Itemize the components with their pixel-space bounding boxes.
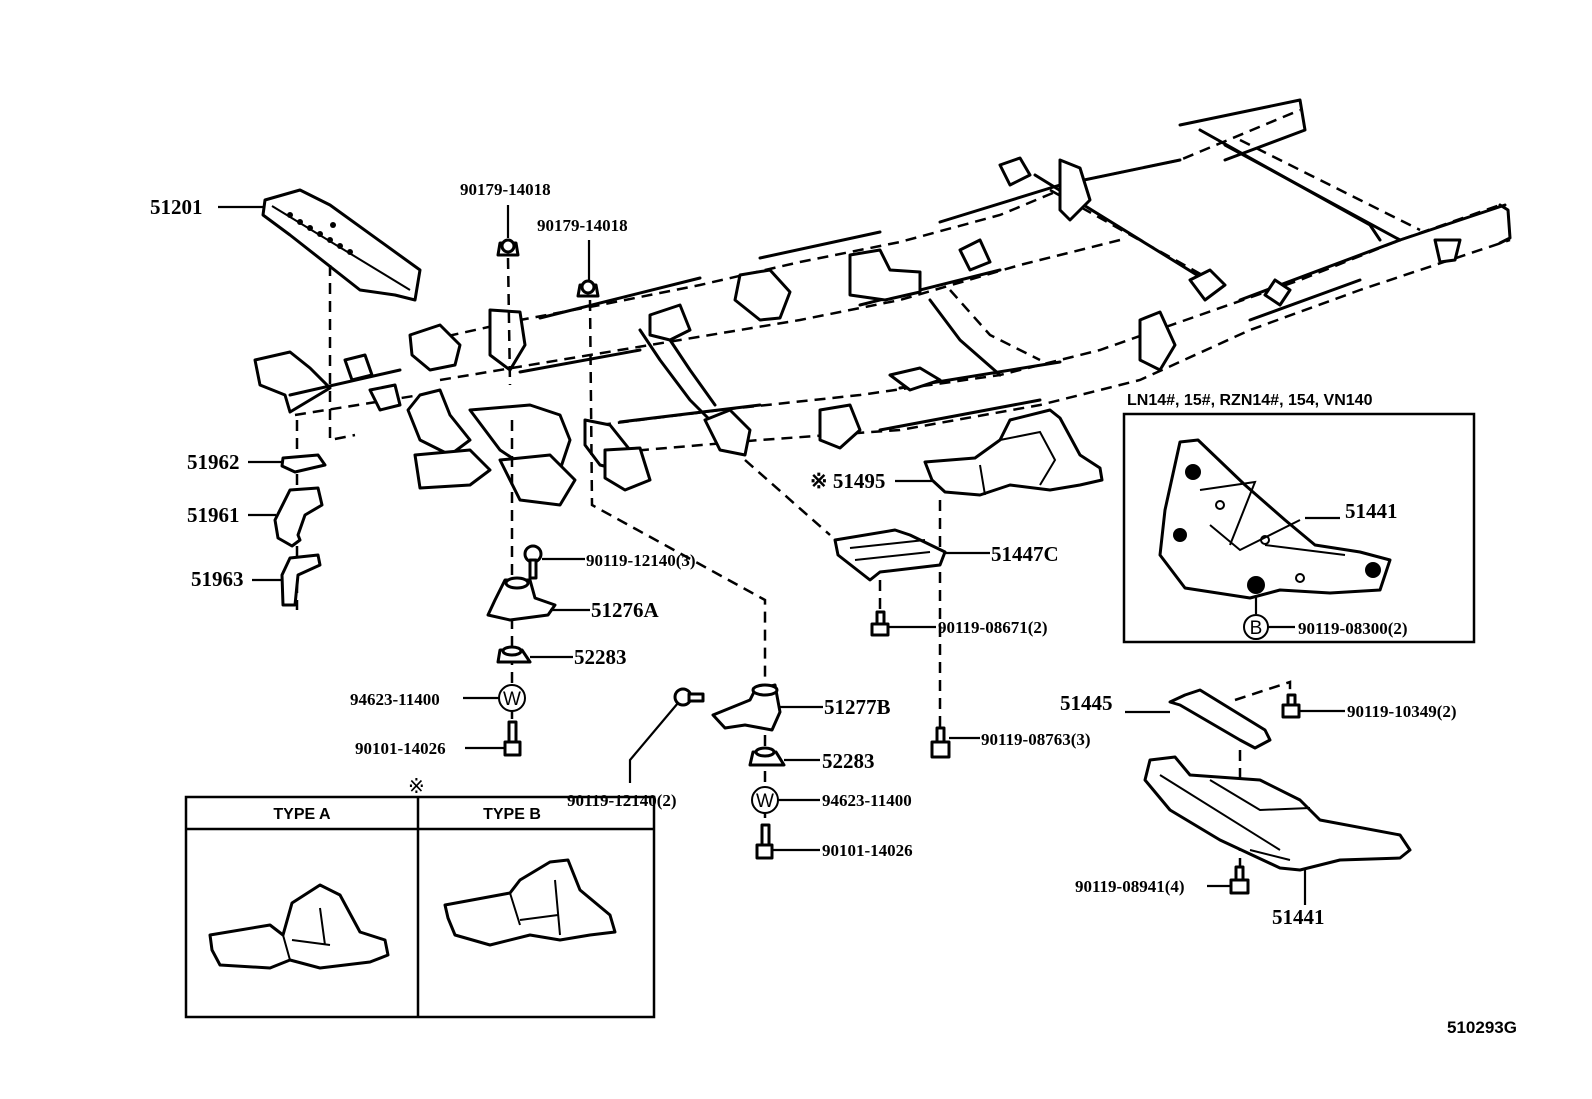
callout-51495[interactable]: ※ 51495 (810, 469, 885, 493)
callout-51961[interactable]: 51961 (187, 503, 240, 527)
part-51963 (280, 553, 322, 607)
bolt-90119-08941 (1229, 865, 1250, 895)
svg-text:B: B (1250, 618, 1263, 639)
bolt-symbol-b: B (1243, 614, 1269, 640)
bolt-90119-08763 (930, 726, 951, 759)
figure-code: 510293G (1447, 1018, 1517, 1037)
bolt-90119-12140-2 (673, 687, 705, 707)
inset-box (1122, 412, 1476, 644)
type-table (184, 795, 656, 1019)
part-51277B (711, 683, 782, 732)
bolt-90119-10349 (1281, 693, 1301, 719)
type-b-skid-plate (443, 858, 617, 947)
note-marker: ※ (408, 774, 425, 798)
svg-text:W: W (756, 791, 774, 812)
part-51447C-plate (833, 528, 947, 582)
part-51961 (273, 486, 324, 548)
callout-51447C[interactable]: 51447C (991, 542, 1059, 566)
bolt-90119-12140-3 (523, 544, 543, 580)
chassis-frame (253, 98, 1512, 507)
part-51441-crossmember (1143, 755, 1412, 872)
callout-51445[interactable]: 51445 (1060, 691, 1113, 715)
callout-90179-14018-b[interactable]: 90179-14018 (537, 216, 628, 235)
svg-text:W: W (503, 689, 521, 710)
part-51201-crossmember (261, 188, 422, 442)
type-a-header: TYPE A (273, 806, 331, 823)
nut-90179-b (576, 279, 600, 298)
callout-51441-inset[interactable]: 51441 (1345, 499, 1398, 523)
part-51962 (280, 453, 327, 474)
callout-90119-12140-2[interactable]: 90119-12140(2) (567, 791, 677, 810)
callout-90101-14026-a[interactable]: 90101-14026 (355, 739, 446, 758)
callout-51441-main[interactable]: 51441 (1272, 905, 1325, 929)
part-52283-a (496, 645, 532, 664)
callout-90119-10349-2[interactable]: 90119-10349(2) (1347, 702, 1457, 721)
callout-90119-12140-3[interactable]: 90119-12140(3) (586, 551, 696, 570)
callout-90179-14018-a[interactable]: 90179-14018 (460, 180, 551, 199)
callout-90119-08941-4[interactable]: 90119-08941(4) (1075, 877, 1185, 896)
washer-symbol-b: W (751, 786, 779, 814)
callout-52283-b[interactable]: 52283 (822, 749, 875, 773)
callout-51962[interactable]: 51962 (187, 450, 240, 474)
part-51495-skid-plate (923, 408, 1104, 497)
callout-90119-08300-2[interactable]: 90119-08300(2) (1298, 619, 1408, 638)
callout-52283-a[interactable]: 52283 (574, 645, 627, 669)
inset-variant-note: LN14#, 15#, RZN14#, 154, VN140 (1127, 392, 1373, 409)
callout-90119-08671-2[interactable]: 90119-08671(2) (938, 618, 1048, 637)
callout-51276A[interactable]: 51276A (591, 598, 660, 622)
callout-90119-08763-3[interactable]: 90119-08763(3) (981, 730, 1091, 749)
callout-90101-14026-b[interactable]: 90101-14026 (822, 841, 913, 860)
callout-94623-11400-b[interactable]: 94623-11400 (822, 791, 912, 810)
bolt-90119-08671 (870, 610, 890, 637)
callout-51201[interactable]: 51201 (150, 195, 203, 219)
washer-symbol-a: W (498, 684, 526, 712)
part-51441-inset (1158, 438, 1392, 600)
bolt-90101-14026-a (503, 720, 522, 757)
part-51276A (486, 576, 557, 622)
callout-51277B[interactable]: 51277B (824, 695, 891, 719)
callout-51963[interactable]: 51963 (191, 567, 244, 591)
nut-90179-a (496, 238, 520, 257)
part-52283-b (748, 746, 786, 767)
part-51445-bracket (1168, 688, 1272, 750)
type-b-header: TYPE B (483, 806, 541, 823)
bolt-90101-14026-b (755, 823, 774, 860)
type-a-skid-plate (208, 883, 390, 970)
callout-94623-11400-a[interactable]: 94623-11400 (350, 690, 440, 709)
